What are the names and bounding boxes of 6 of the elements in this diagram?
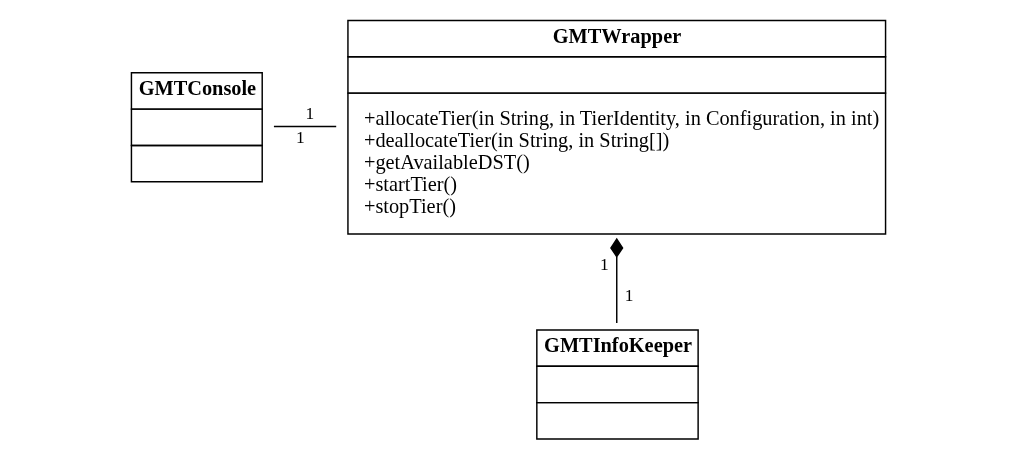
connector	[610, 237, 624, 324]
connector	[273, 125, 337, 128]
label: 1	[600, 254, 609, 275]
label: 1	[305, 102, 315, 123]
label: 1	[295, 127, 305, 148]
label: 1	[624, 285, 634, 306]
